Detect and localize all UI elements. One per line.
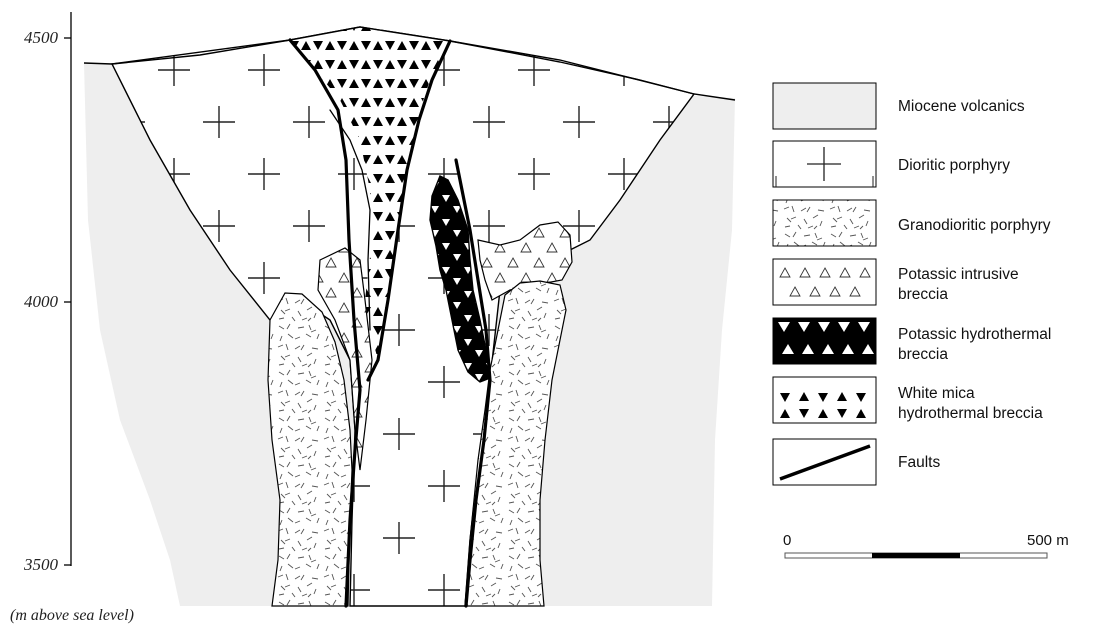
legend-label-white-mica-line2: hydrothermal breccia [898, 405, 1043, 422]
scale-start-label: 0 [783, 532, 791, 549]
tick-label-3500: 3500 [23, 555, 59, 574]
legend-label-dioritic: Dioritic porphyry [898, 157, 1010, 174]
elevation-unit-note: (m above sea level) [10, 607, 134, 624]
scale-bar-segment [872, 553, 960, 558]
legend-item-faults: Faults [773, 439, 940, 485]
swatch-granodioritic-porphyry [773, 200, 876, 246]
legend-label-potassic-intrusive-line2: breccia [898, 286, 948, 303]
legend-item-miocene: Miocene volcanics [773, 83, 1025, 129]
cross-section [84, 27, 735, 606]
legend-label-faults: Faults [898, 454, 940, 471]
legend-label-white-mica-line1: White mica [898, 385, 975, 402]
scale-bar: 0 500 m [783, 532, 1069, 558]
legend-item-dioritic: Dioritic porphyry [773, 141, 1010, 187]
tick-label-4000: 4000 [24, 292, 59, 311]
scale-end-label: 500 m [1027, 532, 1069, 549]
swatch-miocene-volcanics [773, 83, 876, 129]
tick-label-4500: 4500 [24, 28, 59, 47]
legend-label-potassic-hydrothermal-line2: breccia [898, 346, 948, 363]
legend-label-potassic-intrusive-line1: Potassic intrusive [898, 266, 1019, 283]
legend-item-granodioritic: Granodioritic porphyry [773, 200, 1051, 246]
swatch-potassic-intrusive-breccia [773, 259, 876, 305]
legend-label-potassic-hydrothermal-line1: Potassic hydrothermal [898, 326, 1051, 343]
legend-item-potassic-hydrothermal: Potassic hydrothermal breccia [773, 318, 1051, 364]
legend-label-granodioritic: Granodioritic porphyry [898, 217, 1051, 234]
legend-label-miocene: Miocene volcanics [898, 98, 1025, 115]
legend: Miocene volcanics Dioritic porphyry Gran… [773, 83, 1051, 485]
legend-item-potassic-intrusive: Potassic intrusive breccia [773, 259, 1019, 305]
legend-item-white-mica: White mica hydrothermal breccia [773, 377, 1043, 423]
